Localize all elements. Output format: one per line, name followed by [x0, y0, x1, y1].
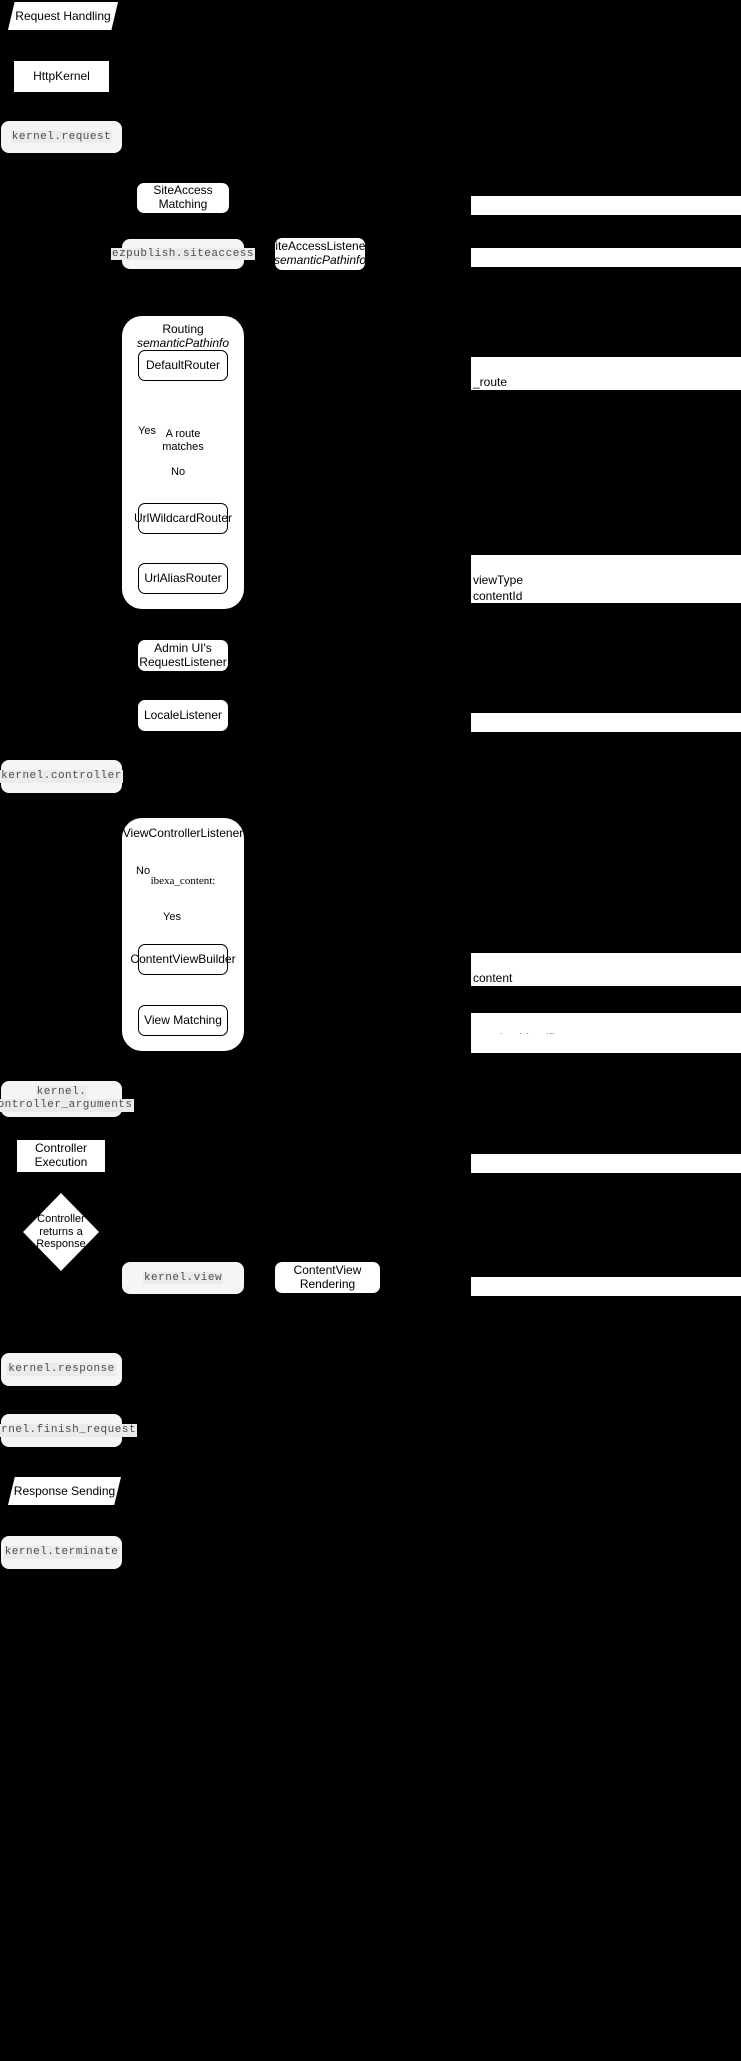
node-siteaccess-matching[interactable]: SiteAccess Matching	[137, 183, 229, 213]
node-siteaccess-listener-line1: SiteAccessListener:	[267, 239, 373, 254]
node-url-alias-router-label: UrlAliasRouter	[144, 570, 222, 585]
event-kernel-view[interactable]: kernel.view	[122, 1262, 244, 1294]
event-ezpublish-siteaccess-label: ezpublish.siteaccess	[110, 247, 256, 261]
node-locale-listener-label: LocaleListener	[143, 707, 223, 722]
event-kernel-finish-request-label: kernel.finish_request	[0, 1424, 138, 1437]
decision-controller-returns-line1: Controller	[37, 1213, 85, 1225]
node-admin-ui-request-listener-line1: Admin UI's	[154, 640, 212, 655]
banner-request-handling-label: Request Handling	[15, 9, 111, 23]
node-url-wildcard-router[interactable]: UrlWildcardRouter	[134, 503, 232, 534]
attr-label-semantic-pathinfo-text: semanticPathinfo	[473, 266, 566, 281]
node-contentview-rendering[interactable]: ContentView Rendering	[275, 1262, 380, 1293]
group-view-title: ViewControllerListener	[122, 826, 244, 840]
attr-label-view: view	[471, 1034, 741, 1066]
banner-request-handling: Request Handling	[8, 2, 118, 30]
event-kernel-controller[interactable]: kernel.controller	[0, 760, 123, 793]
banner-response-sending-label: Response Sending	[13, 1484, 116, 1498]
edge-label-view-yes: Yes	[163, 911, 181, 923]
event-kernel-response[interactable]: kernel.response	[1, 1353, 122, 1386]
node-locale-listener[interactable]: LocaleListener	[138, 700, 228, 731]
edge-label-routing-no: No	[171, 466, 186, 478]
event-kernel-request[interactable]: kernel.request	[1, 121, 122, 153]
node-http-kernel[interactable]: HttpKernel	[14, 61, 109, 92]
node-content-view-builder-label: ContentViewBuilder	[130, 951, 236, 966]
event-kernel-view-label: kernel.view	[142, 1271, 224, 1285]
attr-label-semantic-pathinfo: semanticPathinfo	[471, 248, 741, 280]
group-view-title-label: ViewControllerListener	[122, 826, 244, 840]
node-view-matching[interactable]: View Matching	[138, 1005, 228, 1036]
event-kernel-request-label: kernel.request	[10, 130, 113, 144]
attr-label-siteaccess-text: siteaccess	[473, 214, 530, 229]
edge-label-view-no: No	[136, 865, 151, 877]
attr-label-locale-text: _locale	[473, 731, 512, 746]
attr-label-content-location-text: content location	[473, 971, 515, 1002]
node-contentview-rendering-label: ContentView Rendering	[293, 1262, 362, 1291]
event-kernel-finish-request[interactable]: kernel.finish_request	[0, 1414, 138, 1447]
attr-label-response: response	[471, 1277, 741, 1309]
attr-label-viewtype-contentid-locationid-text: viewType contentId locationId	[473, 573, 525, 620]
decision-controller-returns-line2: returns a	[39, 1225, 83, 1238]
group-routing-title-em: semanticPathinfo	[136, 336, 230, 351]
attr-label-view-text: view	[473, 1052, 498, 1067]
node-url-wildcard-router-label: UrlWildcardRouter	[133, 510, 233, 525]
node-default-router[interactable]: DefaultRouter	[138, 350, 228, 381]
decision-controller-returns-a-response: Controller returns a Response	[16, 1213, 106, 1251]
event-ezpublish-siteaccess[interactable]: ezpublish.siteaccess	[110, 239, 256, 269]
node-http-kernel-label: HttpKernel	[33, 68, 90, 83]
node-controller-execution[interactable]: Controller Execution	[17, 1140, 105, 1172]
attr-label-viewtype-contentid-locationid: viewType contentId locationId	[471, 555, 741, 620]
node-default-router-label: DefaultRouter	[145, 357, 221, 372]
node-view-matching-label: View Matching	[144, 1012, 222, 1027]
event-kernel-controller-arguments-line1: kernel.	[35, 1086, 88, 1099]
event-kernel-controller-label: kernel.controller	[0, 770, 123, 783]
node-siteaccess-matching-label: SiteAccess Matching	[153, 183, 213, 211]
node-url-alias-router[interactable]: UrlAliasRouter	[138, 563, 228, 594]
attr-label-route-controller: _route _controller	[471, 357, 741, 405]
attr-label-locale: _locale	[471, 713, 741, 745]
edge-label-routing-yes: Yes	[138, 425, 156, 437]
event-kernel-terminate-label: kernel.terminate	[3, 1546, 120, 1559]
attr-label-content-location: content location	[471, 953, 741, 1001]
node-content-view-builder[interactable]: ContentViewBuilder	[130, 944, 236, 975]
node-siteaccess-listener-line2: semanticPathinfo	[273, 253, 367, 267]
decision-controller-returns-line3: Response	[36, 1238, 86, 1251]
event-kernel-controller-arguments[interactable]: kernel. controller_arguments	[0, 1081, 134, 1117]
event-kernel-response-label: kernel.response	[7, 1363, 116, 1376]
banner-response-sending: Response Sending	[8, 1477, 121, 1505]
node-siteaccess-listener[interactable]: SiteAccessListener: semanticPathinfo	[267, 238, 373, 270]
node-admin-ui-request-listener[interactable]: Admin UI's RequestListener	[138, 640, 228, 671]
event-kernel-terminate[interactable]: kernel.terminate	[1, 1536, 122, 1569]
attr-label-siteaccess: siteaccess	[471, 196, 741, 228]
attr-label-route-controller-text: _route _controller	[473, 375, 530, 406]
group-routing-title-prefix: Routing	[162, 322, 204, 336]
attr-label-response-view-text: response/view	[473, 1172, 550, 1187]
attr-label-response-view: response/view	[471, 1154, 741, 1186]
node-controller-execution-label: Controller Execution	[34, 1141, 88, 1169]
node-admin-ui-request-listener-line2: RequestListener	[139, 654, 227, 669]
attr-label-response-text: response	[473, 1295, 523, 1310]
event-kernel-controller-arguments-line2: controller_arguments	[0, 1099, 134, 1112]
